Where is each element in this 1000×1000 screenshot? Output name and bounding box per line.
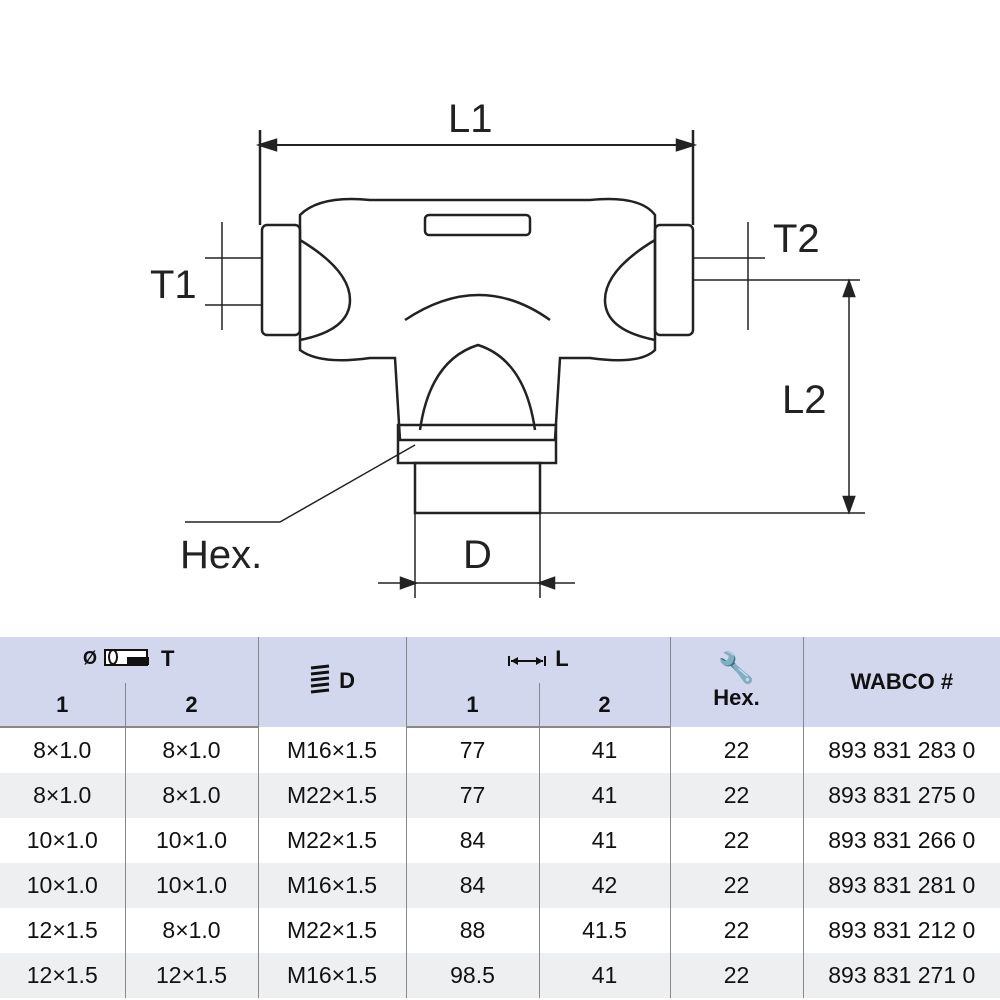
cell-wabco: 893 831 275 0 — [802, 773, 1000, 818]
tube-diameter-icon: Ø — [83, 646, 153, 674]
cell-l2: 41 — [538, 727, 671, 773]
cell-t1: 12×1.5 — [26, 917, 98, 943]
cell-t2: 12×1.5 — [124, 953, 259, 998]
cell-t1: 8×1.0 — [33, 737, 92, 763]
cell-d: M16×1.5 — [257, 953, 407, 998]
t1-label: T1 — [150, 263, 197, 307]
thread-icon — [309, 664, 331, 700]
cell-d: M22×1.5 — [257, 818, 407, 863]
cell-t1: 10×1.0 — [0, 863, 125, 908]
wabco-header: WABCO # — [802, 637, 1000, 727]
d-label: D — [463, 533, 492, 577]
cell-wabco: 893 831 266 0 — [802, 818, 1000, 863]
cell-wabco: 893 831 281 0 — [802, 863, 1000, 908]
cell-l1: 84 — [405, 818, 540, 863]
t2-header: 2 — [124, 683, 259, 728]
cell-l1: 77 — [405, 773, 540, 818]
l-header: L — [405, 637, 671, 683]
hex-header-text: Hex. — [713, 685, 760, 710]
cell-t2: 8×1.0 — [124, 908, 259, 953]
d-header-text: D — [339, 667, 355, 693]
cell-wabco: 893 831 283 0 — [802, 727, 1000, 773]
cell-l1: 98.5 — [405, 953, 540, 998]
cell-l2: 41 — [538, 773, 671, 818]
cell-t1: 8×1.0 — [0, 773, 125, 818]
t2-label: T2 — [773, 217, 820, 261]
wrench-icon: 🔧 — [717, 652, 756, 685]
length-arrow-icon — [507, 648, 547, 674]
cell-l1: 88 — [405, 908, 540, 953]
d-header: D — [257, 637, 407, 727]
cell-t1: 12×1.5 — [0, 953, 125, 998]
cell-hex: 22 — [669, 908, 804, 953]
l2-header: 2 — [538, 683, 671, 728]
cell-hex: 22 — [669, 773, 804, 818]
cell-d: M22×1.5 — [257, 908, 407, 953]
cell-t1: 10×1.0 — [26, 827, 98, 853]
cell-t2: 8×1.0 — [124, 727, 259, 773]
cell-l1: 77 — [405, 727, 540, 773]
cell-l2: 42 — [538, 863, 671, 908]
cell-hex: 22 — [669, 953, 804, 998]
l-header-text: L — [555, 646, 569, 672]
cell-t2: 10×1.0 — [124, 818, 259, 863]
l2-label: L2 — [782, 378, 827, 422]
cell-hex: 22 — [669, 727, 804, 773]
t1-header: 1 — [0, 683, 125, 728]
hex-header: 🔧Hex. — [669, 637, 804, 727]
cell-l2: 41.5 — [538, 908, 671, 953]
cell-d: M16×1.5 — [257, 863, 407, 908]
cell-wabco: 893 831 212 0 — [802, 908, 1000, 953]
cell-d: M22×1.5 — [257, 773, 407, 818]
tee-fitting-drawing: L1 T1 T2 L2 Hex. D — [150, 97, 865, 598]
cell-l2: 41 — [538, 953, 671, 998]
l1-label: L1 — [448, 97, 493, 141]
cell-hex: 22 — [669, 863, 804, 908]
svg-text:Ø: Ø — [83, 648, 97, 668]
cell-d: M16×1.5 — [257, 727, 407, 773]
cell-wabco: 893 831 271 0 — [802, 953, 1000, 998]
l1-header: 1 — [405, 683, 540, 728]
cell-l2: 41 — [538, 818, 671, 863]
cell-l1: 84 — [405, 863, 540, 908]
cell-t2: 10×1.0 — [124, 863, 259, 908]
t-header: T — [161, 645, 175, 671]
hex-label: Hex. — [180, 533, 262, 577]
cell-hex: 22 — [669, 818, 804, 863]
cell-t2: 8×1.0 — [124, 773, 259, 818]
